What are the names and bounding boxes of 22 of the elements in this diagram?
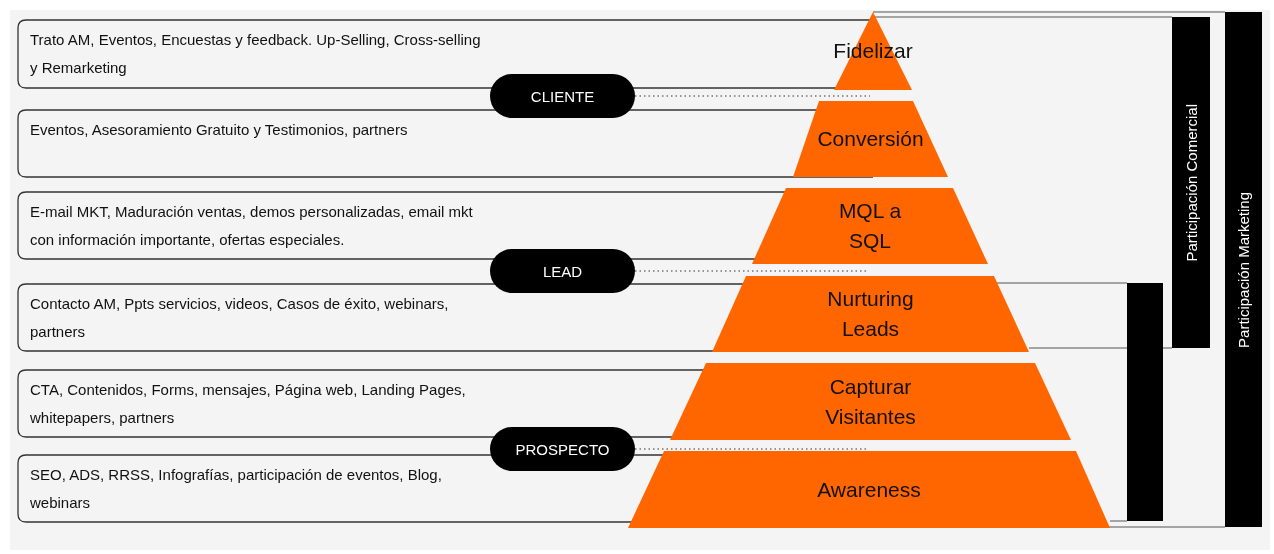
tactics-text: CTA, Contenidos, Forms, mensajes, Página web, Landing Pages, whitepapers, partners xyxy=(30,380,467,428)
bar-label: Participación Marketing xyxy=(1235,191,1252,348)
bar-label: Participación Comercial xyxy=(1182,103,1200,262)
stage-pill: LEAD xyxy=(490,249,635,293)
tier-label: Capturar Visitantes xyxy=(824,373,917,430)
stage-pill: PROSPECTO xyxy=(490,427,635,471)
tier-label: Conversión xyxy=(816,126,925,152)
tactics-text: E-mail MKT, Maduración ventas, demos personalizadas, email mkt con información importante, ofertas especiales. xyxy=(30,202,474,250)
tactics-text: Eventos, Asesoramiento Gratuito y Testimonios, partners xyxy=(30,120,408,140)
tactics-text: Trato AM, Eventos, Encuestas y feedback. Up-Selling, Cross-selling y Remarketing xyxy=(30,30,482,78)
tactics-text: Contacto AM, Ppts servicios, videos, Casos de éxito, webinars, partners xyxy=(30,294,450,342)
dotted-connector xyxy=(634,95,871,97)
dotted-connector xyxy=(634,448,867,450)
stage-pill: CLIENTE xyxy=(490,74,635,118)
vertical-bar xyxy=(1172,17,1210,348)
tier-label: MQL a SQL xyxy=(837,198,903,254)
vertical-bar xyxy=(1127,283,1163,521)
tactics-text: SEO, ADS, RRSS, Infografías, participación de eventos, Blog, webinars xyxy=(30,465,443,513)
tier-label: Awareness xyxy=(816,476,922,503)
vertical-bar xyxy=(1225,12,1262,527)
dotted-connector xyxy=(634,270,868,272)
tier-label: Nurturing Leads xyxy=(826,286,915,342)
